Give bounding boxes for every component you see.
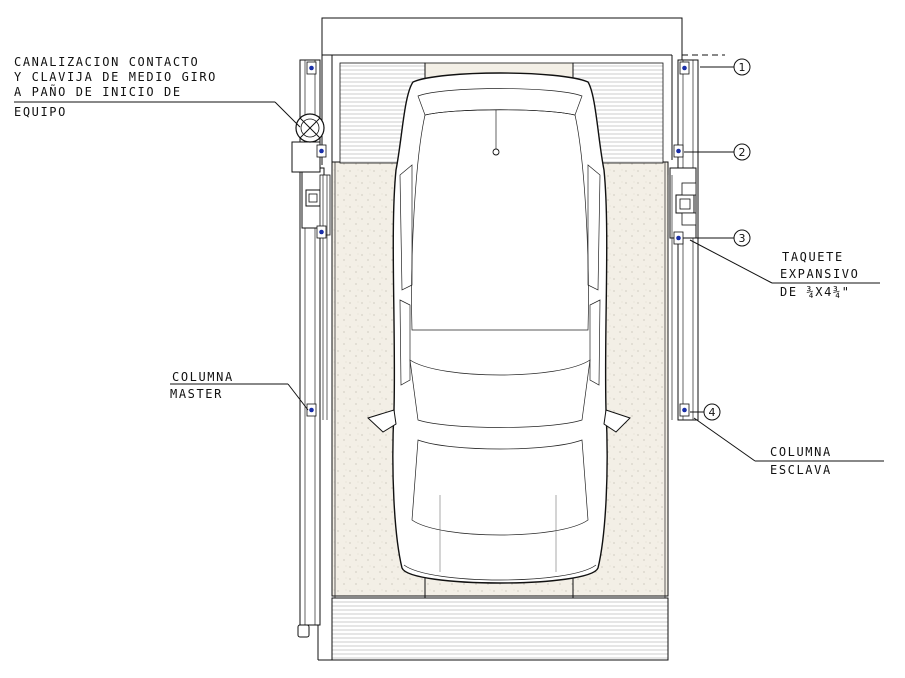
column-master: [291, 59, 331, 638]
plug-socket-icon: [295, 113, 325, 143]
svg-text:COLUMNA: COLUMNA: [770, 445, 832, 459]
anchor-bolts: [306, 61, 690, 417]
anchor-bolt-icon: [673, 144, 684, 158]
label-taquete: TAQUETE EXPANSIVO DE ¾X4¾": [689, 239, 880, 299]
svg-text:A PAÑO DE INICIO DE: A PAÑO DE INICIO DE: [14, 84, 182, 99]
svg-text:1: 1: [739, 61, 746, 74]
svg-text:EXPANSIVO: EXPANSIVO: [780, 267, 859, 281]
anchor-bolt-icon: [679, 403, 690, 417]
marker-1: 1: [700, 58, 751, 76]
svg-text:COLUMNA: COLUMNA: [172, 370, 234, 384]
anchor-bolt-icon: [306, 61, 317, 75]
label-columna-esclava: COLUMNA ESCLAVA: [693, 417, 884, 477]
label-columna-master: COLUMNA MASTER: [170, 370, 309, 411]
svg-text:TAQUETE: TAQUETE: [782, 250, 844, 264]
svg-text:EQUIPO: EQUIPO: [14, 105, 67, 119]
marker-3: 3: [686, 229, 751, 247]
anchor-bolt-icon: [316, 144, 327, 158]
svg-text:4: 4: [709, 406, 716, 419]
marker-4: 4: [690, 403, 721, 421]
anchor-bolt-icon: [306, 403, 317, 417]
svg-text:3: 3: [739, 232, 746, 245]
anchor-bolt-icon: [679, 61, 690, 75]
car-top-view-icon: [367, 72, 631, 584]
svg-text:Y CLAVIJA DE MEDIO GIRO: Y CLAVIJA DE MEDIO GIRO: [14, 70, 217, 84]
marker-2: 2: [684, 143, 751, 161]
svg-text:2: 2: [739, 146, 746, 159]
anchor-bolt-icon: [316, 225, 327, 239]
anchor-bolt-icon: [673, 231, 684, 245]
label-canalizacion: CANALIZACION CONTACTO Y CLAVIJA DE MEDIO…: [14, 55, 301, 128]
svg-text:ESCLAVA: ESCLAVA: [770, 463, 832, 477]
svg-text:CANALIZACION CONTACTO: CANALIZACION CONTACTO: [14, 55, 199, 69]
anchor-markers: 1 2 3 4: [684, 58, 751, 421]
svg-text:MASTER: MASTER: [170, 387, 223, 401]
svg-text:DE ¾X4¾": DE ¾X4¾": [780, 285, 851, 299]
ramp-bottom: [331, 597, 669, 661]
